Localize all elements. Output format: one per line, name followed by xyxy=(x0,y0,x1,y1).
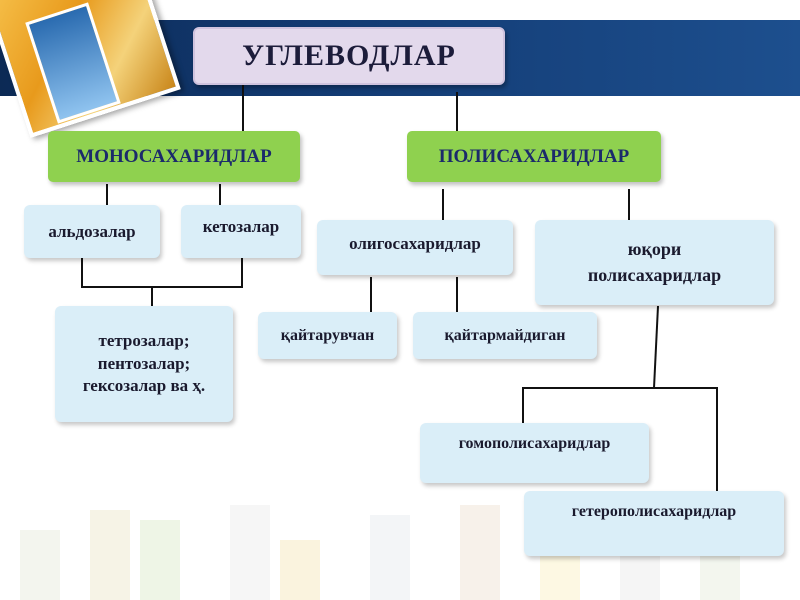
node-heteropolysaccharides: гетерополисахаридлар xyxy=(524,491,784,556)
background-decoration xyxy=(0,500,800,600)
sugar-type-pentoses: пентозалар; xyxy=(97,353,191,373)
node-aldoses: альдозалар xyxy=(24,205,160,258)
node-sugar-types: тетрозалар; пентозалар; гексозалар ва ҳ. xyxy=(55,306,233,422)
connector-high-down xyxy=(653,305,659,389)
sugar-type-tetroses: тетрозалар; xyxy=(98,330,190,350)
node-reducing: қайтарувчан xyxy=(258,312,397,359)
node-oligosaccharides: олигосахаридлар xyxy=(317,220,513,275)
node-ketoses: кетозалар xyxy=(181,205,301,258)
node-monosaccharides: МОНОСАХАРИДЛАР xyxy=(48,131,300,182)
node-high-polysaccharides: юқори полисахаридлар xyxy=(535,220,774,305)
root-node-carbohydrates: УГЛЕВОДЛАР xyxy=(193,27,505,85)
high-polysaccharides-line-2: полисахаридлар xyxy=(587,264,722,285)
node-homopolysaccharides: гомополисахаридлар xyxy=(420,423,649,483)
node-polysaccharides: ПОЛИСАХАРИДЛАР xyxy=(407,131,661,182)
high-polysaccharides-line-1: юқори xyxy=(627,239,682,260)
node-non-reducing: қайтармайдиган xyxy=(413,312,597,359)
sugar-type-hexoses: гексозалар ва ҳ. xyxy=(82,376,206,396)
